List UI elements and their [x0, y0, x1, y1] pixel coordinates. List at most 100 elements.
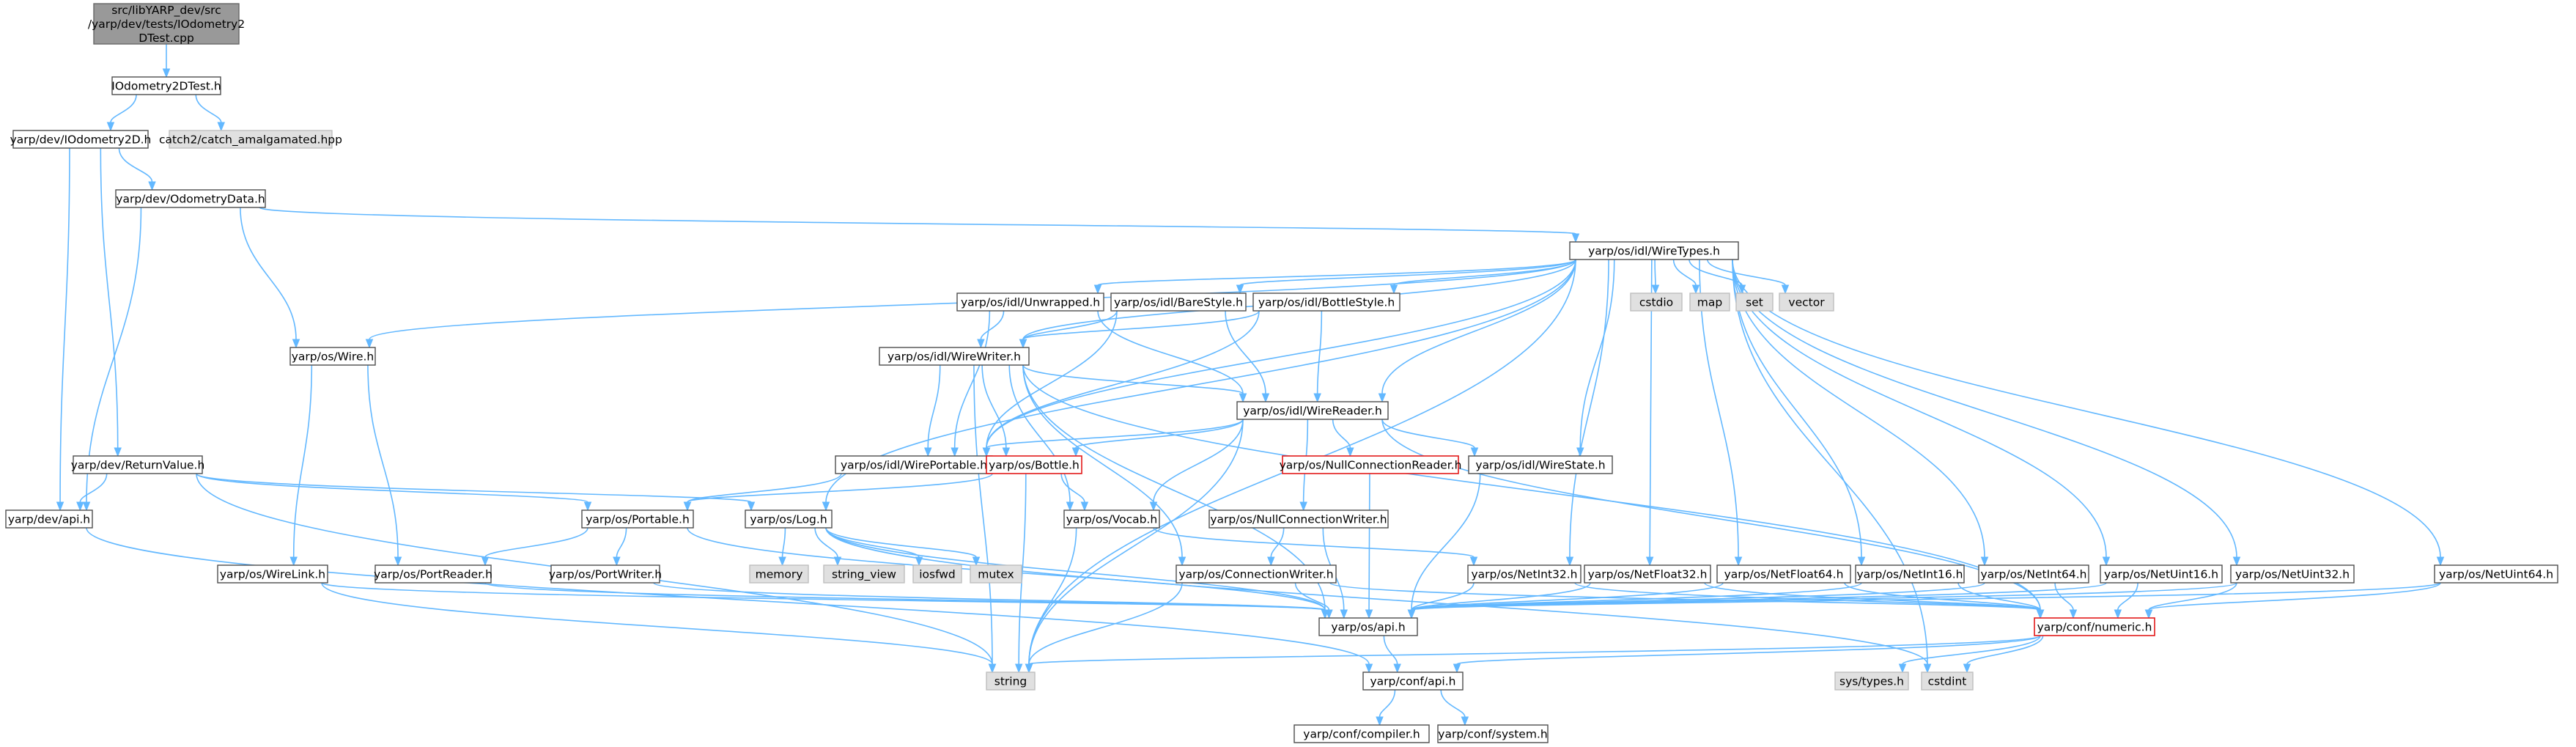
node-system[interactable]: yarp/conf/system.h	[1437, 724, 1549, 743]
node-nullconnreader[interactable]: yarp/os/NullConnectionReader.h	[1280, 455, 1462, 474]
node-label: IOdometry2DTest.h	[111, 80, 221, 93]
node-string[interactable]: string	[986, 671, 1036, 691]
node-vector[interactable]: vector	[1779, 292, 1834, 312]
edge-confapi-to-compiler	[1376, 689, 1396, 726]
node-confapi[interactable]: yarp/conf/api.h	[1362, 671, 1464, 691]
node-netfloat64[interactable]: yarp/os/NetFloat64.h	[1716, 564, 1851, 584]
node-label: yarp/os/Portable.h	[586, 513, 690, 526]
node-netfloat32[interactable]: yarp/os/NetFloat32.h	[1584, 564, 1711, 584]
node-label: yarp/os/PortWriter.h	[549, 568, 662, 581]
edge-wiretypes-to-netuint32	[1732, 259, 2241, 567]
edge-returnvalue-to-portable	[196, 473, 592, 512]
node-label: yarp/conf/api.h	[1370, 675, 1455, 688]
node-wirewriter[interactable]: yarp/os/idl/WireWriter.h	[879, 347, 1030, 366]
node-netint32[interactable]: yarp/os/NetInt32.h	[1467, 564, 1582, 584]
node-box	[1110, 292, 1247, 312]
node-box	[111, 76, 221, 95]
node-netuint64[interactable]: yarp/os/NetUint64.h	[2434, 564, 2558, 584]
node-label: cstdio	[1639, 296, 1673, 309]
edge-wirewriter-to-string	[973, 364, 997, 674]
node-bottlestyle[interactable]: yarp/os/idl/BottleStyle.h	[1252, 292, 1400, 312]
node-confnumeric[interactable]: yarp/conf/numeric.h	[2034, 617, 2155, 636]
node-unwrapped[interactable]: yarp/os/idl/Unwrapped.h	[956, 292, 1104, 312]
node-netint16[interactable]: yarp/os/NetInt16.h	[1855, 564, 1965, 584]
edge-wirereader-to-vocab	[1149, 419, 1244, 512]
node-string_view[interactable]: string_view	[823, 564, 905, 584]
node-portable[interactable]: yarp/os/Portable.h	[581, 509, 694, 529]
node-wireportable[interactable]: yarp/os/idl/WirePortable.h	[835, 455, 993, 474]
node-nullconnwriter[interactable]: yarp/os/NullConnectionWriter.h	[1208, 509, 1389, 529]
node-box	[1584, 564, 1711, 584]
node-iosfwd[interactable]: iosfwd	[912, 564, 962, 584]
node-box	[1735, 292, 1774, 312]
node-box	[93, 3, 240, 45]
node-cstdio[interactable]: cstdio	[1630, 292, 1683, 312]
node-cstdint[interactable]: cstdint	[1921, 671, 1974, 691]
node-compiler[interactable]: yarp/conf/compiler.h	[1293, 724, 1430, 743]
node-portwriter[interactable]: yarp/os/PortWriter.h	[549, 564, 662, 584]
node-label: set	[1746, 296, 1763, 309]
node-wirereader[interactable]: yarp/os/idl/WireReader.h	[1236, 401, 1389, 420]
node-box	[745, 509, 833, 529]
node-returnvalue[interactable]: yarp/dev/ReturnValue.h	[71, 455, 205, 474]
edge-netint32-to-osapi	[1407, 582, 1475, 619]
node-wiretypes[interactable]: yarp/os/idl/WireTypes.h	[1569, 241, 1739, 260]
node-netuint16[interactable]: yarp/os/NetUint16.h	[2100, 564, 2223, 584]
node-label: string	[994, 675, 1027, 688]
node-box	[12, 130, 149, 149]
edge-confnumeric-to-confapi	[1453, 635, 2041, 674]
node-catch2[interactable]: catch2/catch_amalgamated.hpp	[159, 130, 342, 149]
node-box	[1252, 292, 1400, 312]
edge-bottle-to-vocab	[1060, 473, 1089, 512]
edge-iodo_test-to-iodo2d	[106, 94, 137, 132]
edge-odomdata-to-wiretypes	[259, 207, 1580, 243]
edge-barestyle-to-wirereader	[1225, 310, 1270, 403]
edge-wiretypes-to-bottlestyle	[1390, 259, 1576, 295]
node-set[interactable]: set	[1735, 292, 1774, 312]
node-box	[986, 455, 1082, 474]
edge-wirereader-to-bottle	[1071, 419, 1244, 457]
node-label: yarp/os/NetUint16.h	[2104, 568, 2218, 581]
node-systypes[interactable]: sys/types.h	[1834, 671, 1909, 691]
node-box	[1716, 564, 1851, 584]
node-mutex[interactable]: mutex	[970, 564, 1022, 584]
node-wirelink[interactable]: yarp/os/WireLink.h	[217, 564, 328, 584]
node-box	[1437, 724, 1549, 743]
edge-wiretypes-to-barestyle	[1236, 259, 1576, 295]
node-iodo2d[interactable]: yarp/dev/IOdometry2D.h	[10, 130, 152, 149]
node-iodo_test[interactable]: IOdometry2DTest.h	[111, 76, 221, 95]
node-label: sys/types.h	[1839, 675, 1904, 688]
node-odomdata[interactable]: yarp/dev/OdometryData.h	[115, 189, 266, 208]
edge-wirelink-to-string	[321, 582, 997, 674]
node-log[interactable]: yarp/os/Log.h	[745, 509, 833, 529]
node-connwriter[interactable]: yarp/os/ConnectionWriter.h	[1176, 564, 1337, 584]
node-devapi[interactable]: yarp/dev/api.h	[5, 509, 93, 529]
node-barestyle[interactable]: yarp/os/idl/BareStyle.h	[1110, 292, 1247, 312]
node-box	[1630, 292, 1683, 312]
node-wirestate[interactable]: yarp/os/idl/WireState.h	[1468, 455, 1613, 474]
node-osapi[interactable]: yarp/os/api.h	[1318, 617, 1418, 636]
edge-bottlestyle-to-wirewriter	[1019, 310, 1260, 349]
node-box	[1467, 564, 1582, 584]
edge-confapi-to-system	[1440, 689, 1469, 726]
node-map[interactable]: map	[1689, 292, 1730, 312]
node-netint64[interactable]: yarp/os/NetInt64.h	[1978, 564, 2089, 584]
node-label: yarp/os/PortReader.h	[374, 568, 492, 581]
node-label: yarp/conf/numeric.h	[2037, 621, 2152, 634]
nodes: src/libYARP_dev/src/yarp/dev/tests/IOdom…	[5, 3, 2558, 743]
node-label: yarp/os/NetFloat32.h	[1588, 568, 1708, 581]
edge-wiretypes-to-vector	[1707, 259, 1790, 295]
node-portreader[interactable]: yarp/os/PortReader.h	[374, 564, 492, 584]
node-root[interactable]: src/libYARP_dev/src/yarp/dev/tests/IOdom…	[88, 3, 245, 45]
edge-confnumeric-to-systypes	[1898, 635, 2041, 674]
node-bottle[interactable]: yarp/os/Bottle.h	[986, 455, 1082, 474]
node-memory[interactable]: memory	[749, 564, 809, 584]
node-wire[interactable]: yarp/os/Wire.h	[289, 347, 376, 366]
edge-wirestate-to-osapi	[1407, 473, 1481, 619]
edge-log-to-string_view	[814, 527, 842, 567]
node-netuint32[interactable]: yarp/os/NetUint32.h	[2230, 564, 2355, 584]
node-box	[1362, 671, 1464, 691]
node-label: yarp/os/NetInt16.h	[1856, 568, 1963, 581]
node-vocab[interactable]: yarp/os/Vocab.h	[1063, 509, 1160, 529]
